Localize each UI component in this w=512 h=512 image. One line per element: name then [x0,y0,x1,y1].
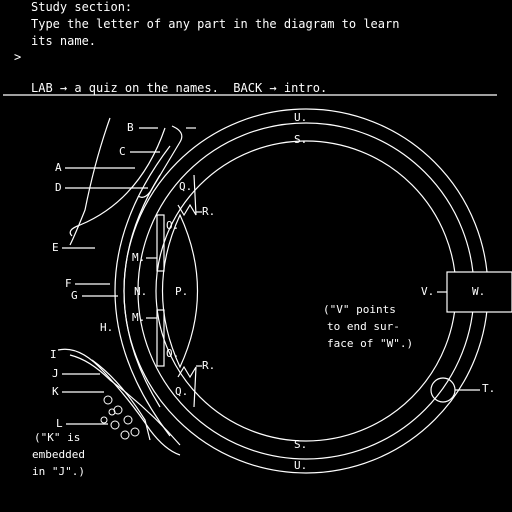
v-note-line-2: to end sur- [327,320,400,333]
label-o-upper[interactable]: O. [166,219,180,232]
label-i[interactable]: I [50,348,57,361]
k-note-line-3: in "J".) [32,465,85,478]
command-prompt[interactable]: > [14,50,22,64]
label-f[interactable]: F [65,277,72,290]
label-b[interactable]: B [127,121,134,134]
study-section-title: Study section: [31,0,133,14]
zonule-lower [177,365,197,408]
lower-eyelid-inner [57,348,181,456]
eye-inner-ring [155,140,457,442]
structure-t [430,377,456,403]
meibomian-glands [100,395,140,440]
lower-eyelid-outer [69,354,181,446]
cornea-inner [123,174,161,408]
label-u-upper[interactable]: U. [294,111,308,124]
zonule-upper [177,174,197,217]
label-t[interactable]: T. [482,382,496,395]
label-p[interactable]: P. [175,285,189,298]
label-v[interactable]: V. [421,285,435,298]
label-u-lower[interactable]: U. [294,459,308,472]
instruction-line-1: Type the letter of any part in the diagr… [31,17,400,31]
label-a[interactable]: A [55,161,62,174]
label-s-upper[interactable]: S. [294,133,308,146]
k-note-line-1: ("K" is [34,431,81,444]
label-e[interactable]: E [52,241,59,254]
label-q-upper[interactable]: Q. [179,180,193,193]
label-l[interactable]: L [56,417,63,430]
upper-eyelid-outer [69,117,111,246]
k-note-line-2: embedded [32,448,85,461]
label-g[interactable]: G [71,289,78,302]
label-o-lower[interactable]: O. [166,347,180,360]
label-r-upper[interactable]: R. [202,205,216,218]
label-r-lower[interactable]: R. [202,359,216,372]
upper-eyelid-band [137,125,183,198]
label-w[interactable]: W. [472,285,486,298]
label-m-upper[interactable]: M. [132,251,146,264]
lower-eyelid-band [91,359,151,441]
label-n[interactable]: N. [134,285,148,298]
label-c[interactable]: C [119,145,126,158]
upper-eyelid-inner [69,127,166,237]
label-s-lower[interactable]: S. [294,438,308,451]
label-k[interactable]: K [52,385,59,398]
v-note-line-1: ("V" points [323,303,396,316]
optic-nerve [446,271,512,313]
iris-upper [156,214,165,272]
v-note-line-3: face of "W".) [327,337,414,350]
label-q-lower[interactable]: Q. [175,385,189,398]
navigation-hint: LAB → a quiz on the names. BACK → intro. [31,81,328,95]
iris-lower [156,309,165,367]
lens [162,213,198,369]
label-d[interactable]: D [55,181,62,194]
instruction-line-2: its name. [31,34,97,48]
label-m-lower[interactable]: M. [132,311,146,324]
cornea-outer [114,145,171,437]
label-h[interactable]: H. [100,321,114,334]
label-j[interactable]: J [52,367,59,380]
